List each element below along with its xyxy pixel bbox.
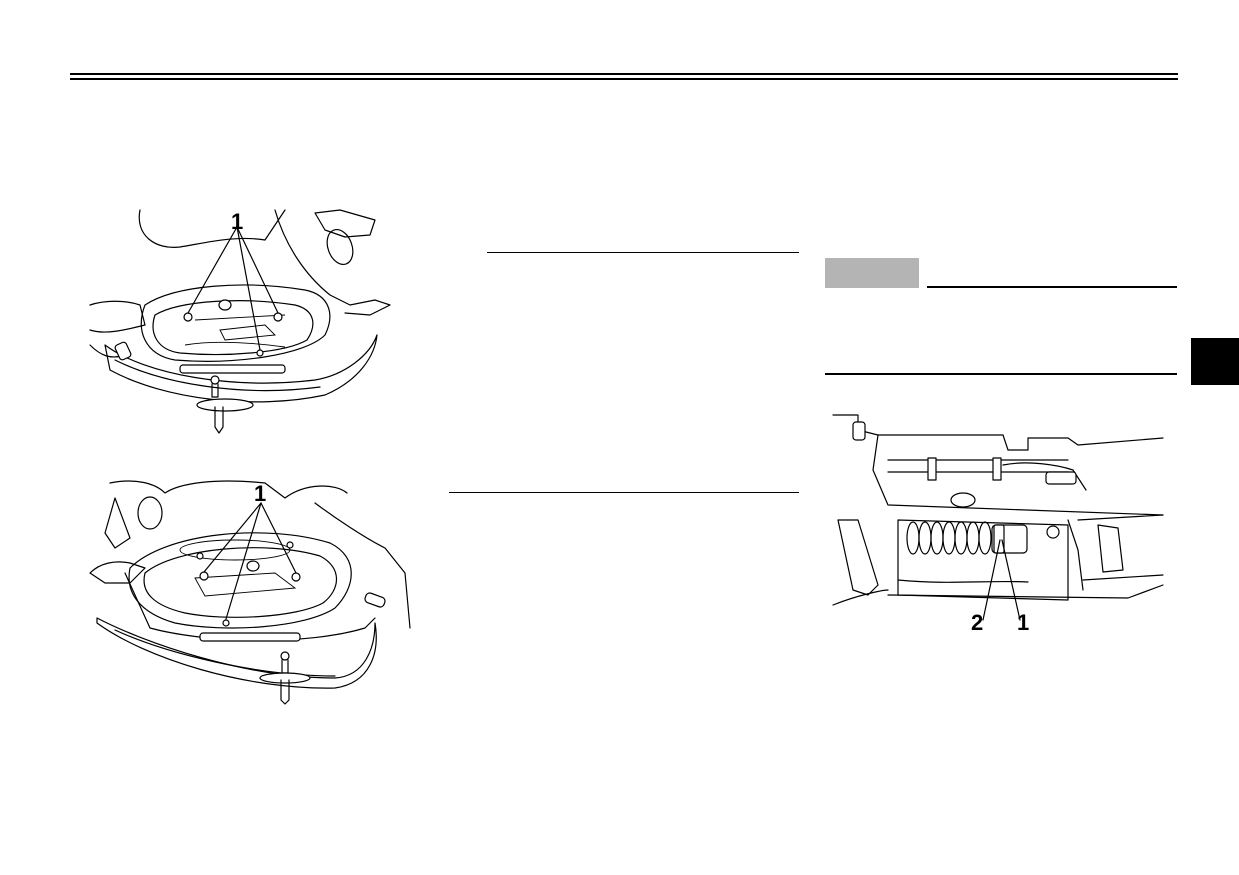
note-rule-bottom: [825, 373, 1177, 375]
figure-2-callout-1: 1: [254, 481, 267, 506]
section-tab: [1191, 338, 1239, 385]
middle-rule-upper: [487, 252, 799, 253]
figure-2-illustration: [89, 480, 411, 705]
figure-1: 1: [85, 205, 395, 440]
figure-2: 1: [85, 478, 411, 708]
figure-3-callout-1: 1: [1017, 610, 1030, 635]
middle-rule-lower: [449, 492, 799, 493]
figure-3-callout-2: 2: [971, 610, 984, 635]
header-rule-top: [70, 73, 1178, 75]
figure-1-callout-1: 1: [231, 209, 244, 234]
note-rule-top: [927, 286, 1177, 288]
note-box: [825, 258, 919, 288]
header-rule-bottom: [70, 78, 1178, 80]
figure-3: 2 1: [828, 410, 1168, 640]
figure-1-illustration: [89, 209, 391, 434]
figure-3-illustration: [832, 414, 1164, 621]
